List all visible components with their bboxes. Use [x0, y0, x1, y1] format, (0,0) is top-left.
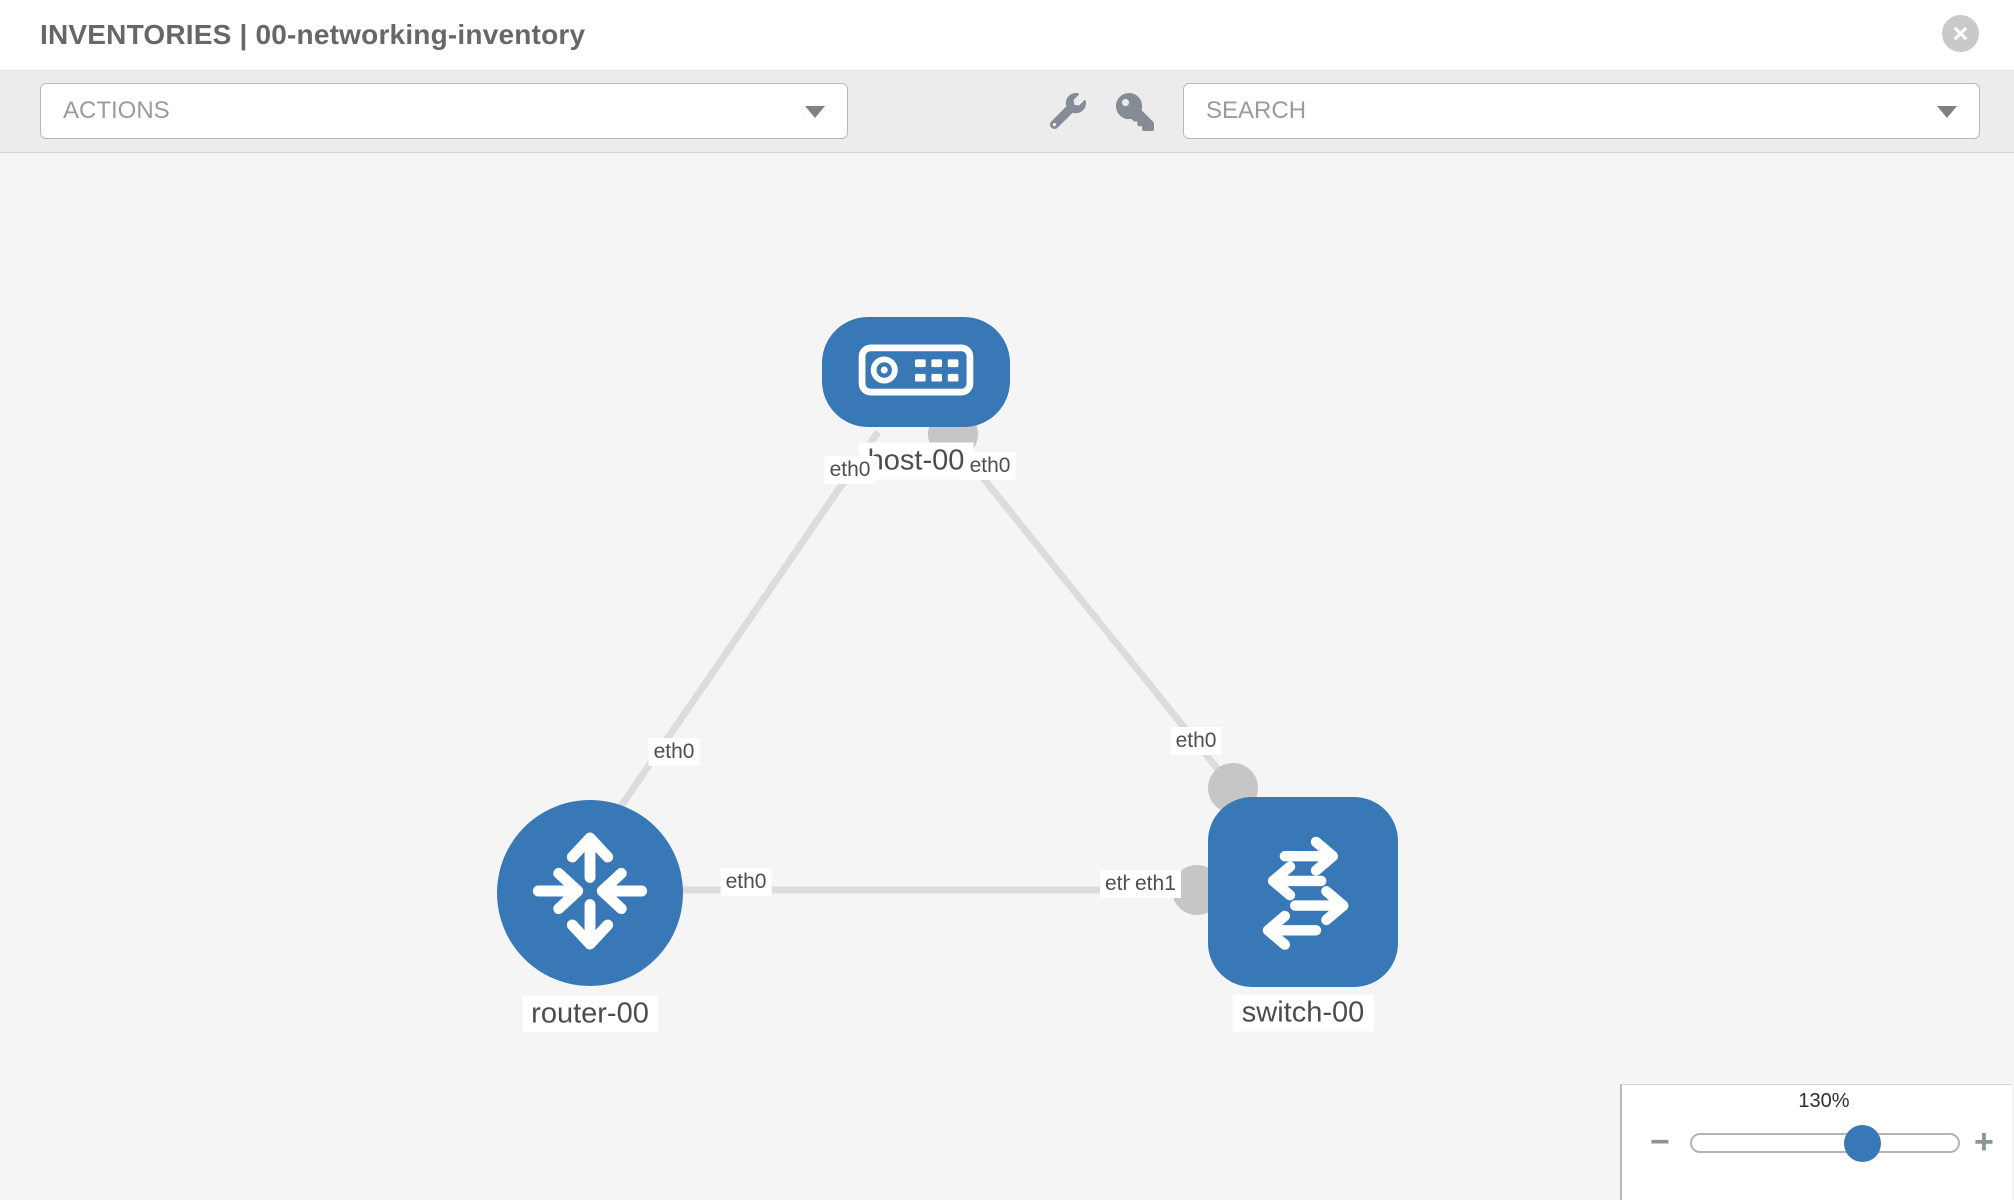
interface-label-eth0: eth0: [648, 738, 700, 766]
x-close-icon: [1951, 24, 1970, 43]
topology-links-layer: [614, 409, 1258, 915]
interface-label-eth0: eth0: [720, 868, 772, 896]
page-title: INVENTORIES | 00-networking-inventory: [40, 19, 586, 50]
interface-label-eth0: eth0: [964, 452, 1016, 480]
close-button[interactable]: [1942, 15, 1979, 52]
topology-canvas[interactable]: host-00 router-00 switch-00 eth0 eth0 et…: [0, 153, 2014, 1200]
chevron-down-icon: [805, 106, 825, 118]
server-icon: [857, 343, 975, 401]
key-icon[interactable]: [1116, 93, 1154, 136]
zoom-slider-handle[interactable]: [1844, 1125, 1881, 1162]
zoom-percent-label: 130%: [1798, 1090, 1850, 1112]
router-arrows-icon: [522, 823, 658, 964]
wrench-icon[interactable]: [1049, 93, 1086, 134]
node-router-00[interactable]: [497, 800, 683, 986]
zoom-out-button[interactable]: −: [1650, 1123, 1670, 1161]
zoom-in-button[interactable]: +: [1974, 1123, 1994, 1161]
interface-label-eth0: eth0: [824, 456, 876, 484]
actions-dropdown-label: ACTIONS: [63, 97, 170, 124]
header: INVENTORIES | 00-networking-inventory: [0, 0, 2014, 71]
search-dropdown-label: SEARCH: [1206, 97, 1307, 124]
interface-label-eth1: eth1: [1130, 870, 1181, 898]
zoom-slider-track[interactable]: [1690, 1133, 1960, 1153]
node-label-router: router-00: [522, 995, 658, 1033]
actions-dropdown[interactable]: ACTIONS: [40, 83, 848, 139]
zoom-control-panel: 130% − +: [1620, 1084, 2012, 1200]
switch-arrows-icon: [1238, 825, 1368, 960]
chevron-down-icon: [1937, 106, 1957, 118]
node-host-00[interactable]: [822, 317, 1010, 427]
node-label-host: host-00: [858, 442, 974, 480]
node-label-switch: switch-00: [1232, 994, 1374, 1032]
node-switch-00[interactable]: [1208, 797, 1398, 987]
search-dropdown[interactable]: SEARCH: [1183, 83, 1980, 139]
interface-label-eth0: eth0: [1170, 727, 1222, 755]
toolbar: ACTIONS SEARCH: [0, 71, 2014, 153]
